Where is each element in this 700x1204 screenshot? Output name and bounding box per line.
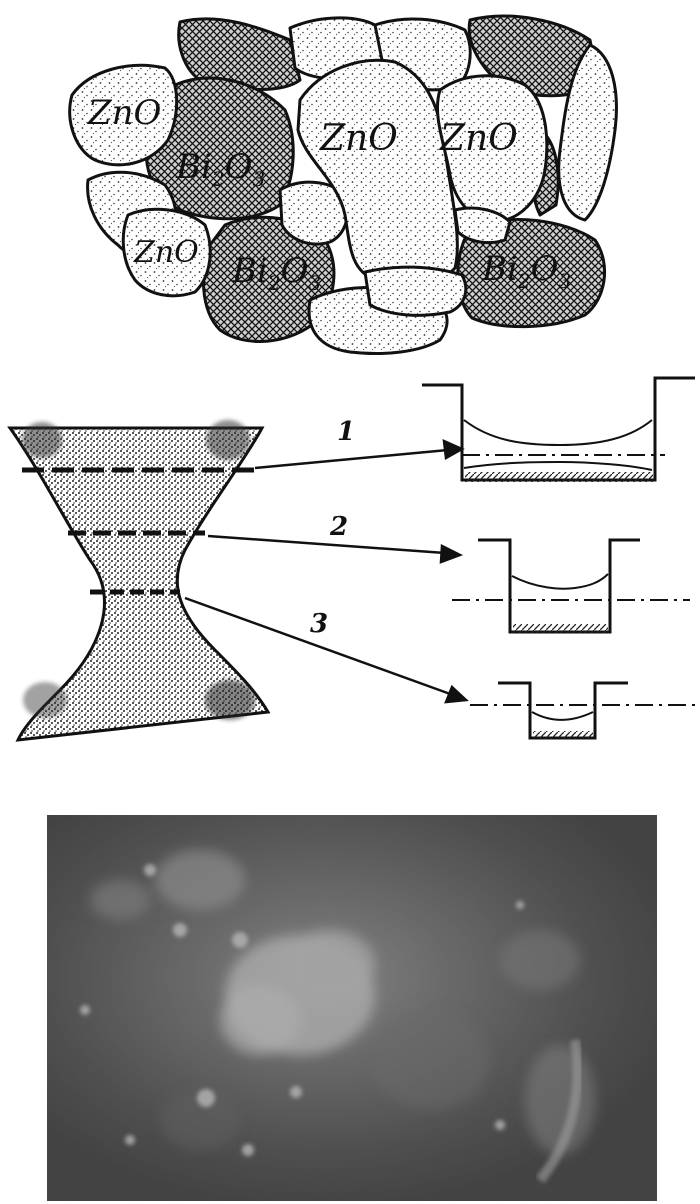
zno-label-center: ZnO bbox=[319, 118, 398, 159]
neck-dense-patch-top-right bbox=[206, 420, 250, 460]
arrow-1-head bbox=[444, 441, 462, 458]
arrow-2 bbox=[208, 536, 445, 553]
grain-neck-diagram: 1 2 3 bbox=[10, 378, 700, 740]
arrow-1 bbox=[255, 450, 448, 468]
arrow-3-head bbox=[446, 687, 466, 702]
zno-grain-bottom-mid bbox=[365, 267, 466, 315]
neck-dense-patch-top-left bbox=[22, 422, 62, 458]
arrow-1-label: 1 bbox=[337, 417, 355, 447]
energy-well-3 bbox=[470, 683, 700, 739]
microstructure-diagram: ZnO Bi2O3 ZnO ZnO ZnO Bi2O3 Bi2O3 bbox=[70, 16, 617, 353]
zno-label-right: ZnO bbox=[439, 118, 518, 159]
arrow-3-label: 3 bbox=[310, 609, 328, 639]
electroluminescence-photo bbox=[47, 815, 657, 1201]
energy-well-2 bbox=[452, 540, 690, 633]
zno-label-left: ZnO bbox=[87, 93, 162, 133]
arrow-2-head bbox=[441, 546, 460, 562]
neck-dense-patch-bottom-right bbox=[205, 680, 255, 720]
zno-label-lower-left: ZnO bbox=[133, 235, 199, 270]
energy-well-1 bbox=[422, 378, 695, 482]
arrow-2-label: 2 bbox=[329, 512, 348, 542]
neck-dense-patch-bottom-left bbox=[23, 682, 67, 718]
